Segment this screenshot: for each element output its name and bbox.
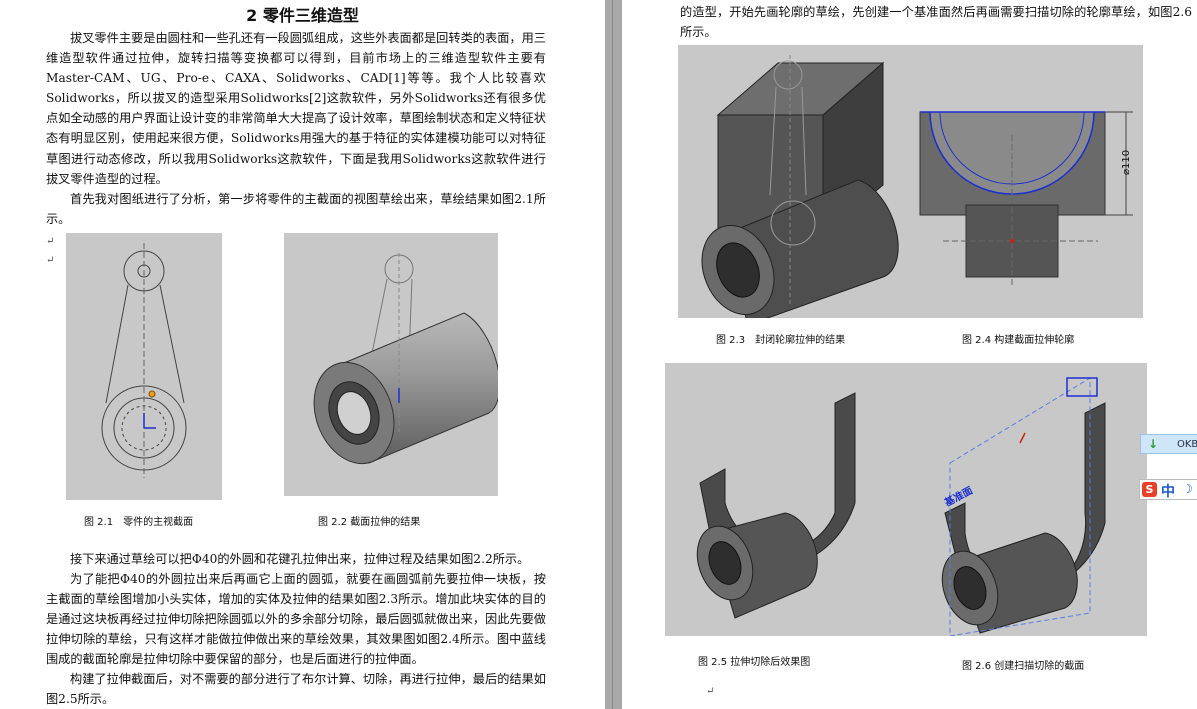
caption-fig-2-4: 图 2.4 构建截面拉伸轮廓 <box>962 335 1075 346</box>
ok-label: OKB <box>1177 439 1197 450</box>
moon-icon[interactable]: ☽ <box>1182 482 1193 496</box>
right-page: 的造型，开始先画轮廓的草绘，先创建一个基准面然后再画需要扫描切除的轮廓草绘，如图… <box>622 0 1197 709</box>
caption-fig-2-6: 图 2.6 创建扫描切除的截面 <box>962 661 1085 672</box>
ok-widget[interactable]: ↓ OKB <box>1140 434 1197 454</box>
caption-fig-2-5: 图 2.5 拉伸切除后效果图 <box>698 657 811 668</box>
ime-mode-label[interactable]: 中 <box>1161 484 1175 500</box>
section-title: 2 零件三维造型 <box>246 6 359 25</box>
paragraph-mark: ↵ <box>46 236 55 247</box>
figure-2-2 <box>284 233 501 496</box>
download-arrow-icon: ↓ <box>1148 437 1159 451</box>
paragraph-boolean: 构建了拉伸截面后，对不需要的部分进行了布尔计算、切除，再进行拉伸，最后的结果如图… <box>46 672 546 707</box>
page-gutter <box>605 0 622 709</box>
caption-fig-2-3: 图 2.3 封闭轮廓拉伸的结果 <box>716 335 846 346</box>
paragraph-plate: 为了能把Φ40的外圆拉出来后再画它上面的圆弧，就要在画圆弧前先要拉伸一块板，按主… <box>46 572 546 667</box>
caption-fig-2-1: 图 2.1 零件的主视截面 <box>84 517 194 528</box>
extruded-cylinder <box>313 253 501 465</box>
figure-2-1 <box>66 233 222 500</box>
sketch-front-section <box>101 243 187 478</box>
paragraph-sweep: 的造型，开始先画轮廓的草绘，先创建一个基准面然后再画需要扫描切除的轮廓草绘，如图… <box>680 5 1192 40</box>
page-separator <box>612 0 613 709</box>
figure-2-5-2-6: 基准面 <box>665 363 1147 637</box>
paragraph-intro: 拔叉零件主要是由圆柱和一些孔还有一段圆弧组成，这些外表面都是回转类的表面，用三维… <box>46 31 546 186</box>
plate-extrusion-and-section <box>701 55 1133 326</box>
paragraph-analysis: 首先我对图纸进行了分析，第一步将零件的主截面的视图草绘出来，草绘结果如图2.1所… <box>46 192 546 227</box>
paragraph-extrude: 接下来通过草绘可以把Φ40的外圆和花键孔拉伸出来，拉伸过程及结果如图2.2所示。 <box>70 552 530 566</box>
dimension-label: ⌀110 <box>1121 149 1133 176</box>
figure-2-3-2-4: ⌀110 <box>678 45 1143 326</box>
cut-result-and-sweep-section <box>696 377 1106 637</box>
paragraph-mark: ↵ <box>46 255 55 266</box>
paragraph-mark: ↵ <box>706 686 715 697</box>
sogou-logo-icon: S <box>1142 482 1157 497</box>
left-page: 2 零件三维造型 拔叉零件主要是由圆柱和一些孔还有一段圆弧组成，这些外表面都是回… <box>0 0 605 709</box>
ime-toolbar[interactable]: S 中 ☽ <box>1139 479 1197 500</box>
caption-fig-2-2: 图 2.2 截面拉伸的结果 <box>318 517 421 528</box>
